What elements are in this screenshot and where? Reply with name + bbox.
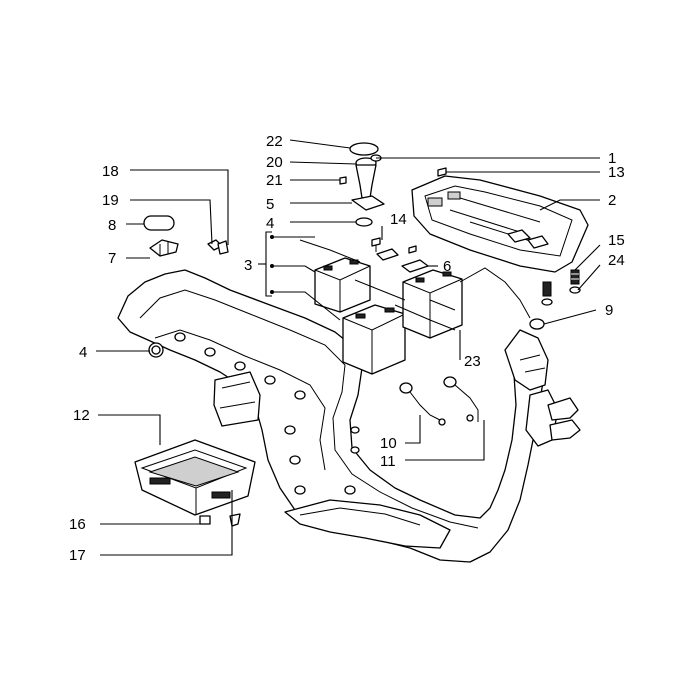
callout-5: 5 <box>266 196 274 213</box>
spring-left <box>542 281 552 297</box>
bolt-16 <box>199 515 211 525</box>
callout-23: 23 <box>464 353 481 370</box>
battery-small-left <box>314 257 371 313</box>
callout-21: 21 <box>266 172 283 189</box>
bracket-5 <box>351 195 385 211</box>
cable-9-terminal <box>529 318 545 330</box>
callout-12: 12 <box>73 407 90 424</box>
battery-group <box>299 237 545 426</box>
pad-8 <box>143 215 175 231</box>
callout-15: 15 <box>608 232 625 249</box>
callout-1: 1 <box>608 150 616 167</box>
callout-2: 2 <box>608 192 616 209</box>
filler-cap-group <box>339 142 385 227</box>
callout-6: 6 <box>443 258 451 275</box>
leader-lines <box>96 139 601 556</box>
cable-11 <box>454 384 479 422</box>
battery-terminal <box>323 265 333 271</box>
callout-16: 16 <box>69 516 86 533</box>
cable-10 <box>409 391 441 421</box>
battery-tray <box>411 175 589 273</box>
callout-18: 18 <box>102 163 119 180</box>
control-unit-12 <box>134 439 256 516</box>
screw-13 <box>437 167 447 177</box>
callout-7: 7 <box>108 250 116 267</box>
callout-8: 8 <box>108 217 116 234</box>
callout-24: 24 <box>608 252 625 269</box>
clip-14 <box>376 248 399 261</box>
cap-22 <box>349 142 379 156</box>
clip-6 <box>401 259 429 273</box>
scooter-frame <box>117 269 581 563</box>
callout-22: 22 <box>266 133 283 150</box>
battery-cable <box>299 239 361 263</box>
callout-17: 17 <box>69 547 86 564</box>
battery-large <box>342 304 406 375</box>
screw-21 <box>339 176 347 185</box>
callout-10: 10 <box>380 435 397 452</box>
callout-13: 13 <box>608 164 625 181</box>
oring-4 <box>355 217 373 227</box>
filler-neck-1 <box>355 164 377 199</box>
spring-15 <box>570 269 580 285</box>
frame-holes <box>174 332 360 495</box>
callout-labels: 1 2 3 4 4 5 6 7 8 9 10 11 12 13 14 15 16… <box>69 133 625 564</box>
callout-11: 11 <box>380 453 396 470</box>
callout-20: 20 <box>266 154 283 171</box>
callout-14: 14 <box>390 211 407 228</box>
callout-4-left: 4 <box>79 344 87 361</box>
callout-3: 3 <box>244 257 252 274</box>
left-loose-parts <box>143 215 229 358</box>
clip-18 <box>217 240 229 255</box>
washer-24 <box>569 286 581 294</box>
callout-9: 9 <box>605 302 613 319</box>
callout-4-top: 4 <box>266 215 274 232</box>
callout-19: 19 <box>102 192 119 209</box>
battery-right <box>402 269 463 339</box>
cable-9 <box>459 267 531 319</box>
clip-7 <box>149 239 179 257</box>
